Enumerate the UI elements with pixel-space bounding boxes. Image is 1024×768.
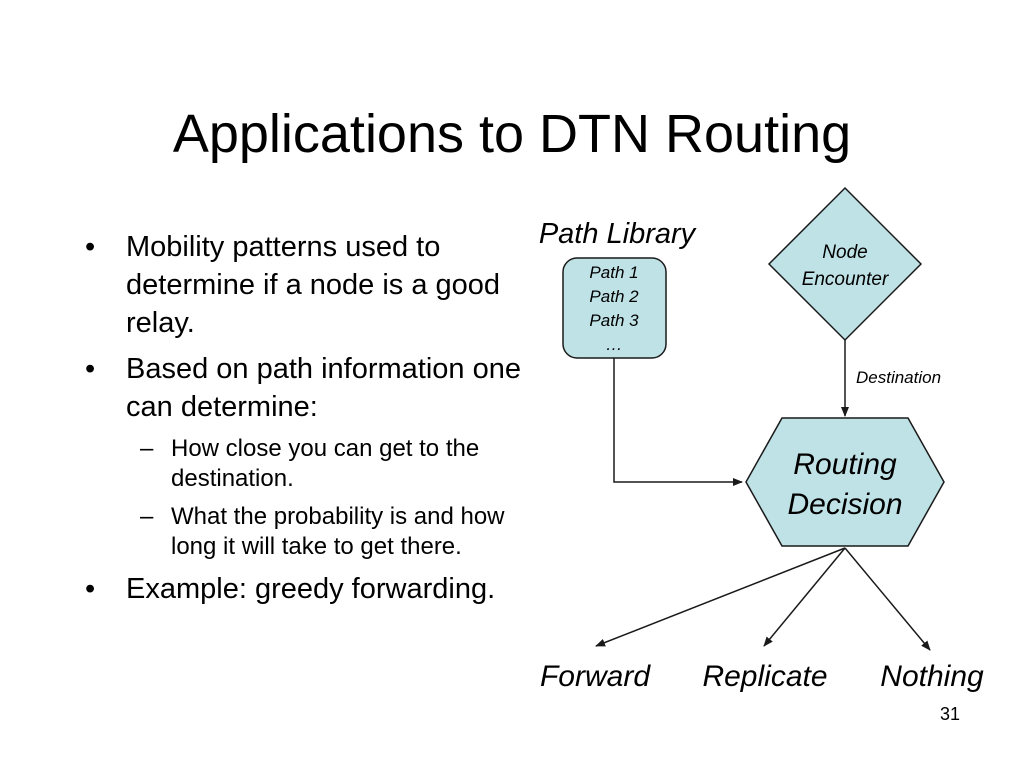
sub-bullet-text: How close you can get to the destination… — [171, 435, 480, 492]
bullet-item: • Mobility patterns used to determine if… — [85, 228, 525, 342]
bullet-marker: • — [85, 573, 96, 605]
outcome-forward-label: Forward — [540, 660, 651, 693]
bullet-item: • Example: greedy forwarding. — [85, 570, 525, 608]
outcome-nothing-label: Nothing — [880, 660, 984, 693]
path-library-label: Path Library — [539, 218, 697, 250]
node-encounter-label: Node — [822, 242, 867, 263]
destination-label: Destination — [856, 368, 941, 387]
sub-bullet-item: – What the probability is and how long i… — [126, 502, 511, 562]
outcome-replicate-label: Replicate — [702, 660, 827, 693]
dash-marker: – — [140, 503, 154, 530]
slide-title: Applications to DTN Routing — [172, 104, 852, 164]
sub-bullet-item: – How close you can get to the destinati… — [126, 434, 511, 494]
slide-number: 31 — [939, 704, 960, 724]
routing-decision-label: Decision — [787, 488, 902, 521]
path-library-item: Path 3 — [589, 311, 639, 330]
bullet-text: Based on path information one can determ… — [126, 353, 521, 423]
dash-marker: – — [140, 435, 154, 462]
bullet-list: • Mobility patterns used to determine if… — [85, 228, 525, 616]
nothing-arrow — [844, 547, 931, 651]
bullet-item: • Based on path information one can dete… — [85, 350, 525, 562]
sub-bullet-text: What the probability is and how long it … — [171, 503, 505, 560]
path-library-item: Path 2 — [589, 287, 639, 306]
routing-decision-hexagon — [745, 417, 945, 547]
path-library-connector — [613, 358, 743, 486]
bullet-marker: • — [85, 353, 96, 385]
routing-decision-label: Routing — [793, 448, 897, 481]
bullet-marker: • — [85, 231, 96, 263]
replicate-arrow — [763, 547, 846, 647]
path-library-item: … — [606, 335, 623, 354]
node-encounter-diamond — [767, 186, 923, 342]
path-library-item: Path 1 — [589, 263, 638, 282]
forward-arrow — [595, 547, 846, 647]
bullet-text: Example: greedy forwarding. — [126, 573, 496, 605]
node-encounter-label: Encounter — [802, 269, 889, 290]
bullet-text: Mobility patterns used to determine if a… — [126, 231, 501, 339]
sub-bullet-list: – How close you can get to the destinati… — [126, 434, 525, 562]
